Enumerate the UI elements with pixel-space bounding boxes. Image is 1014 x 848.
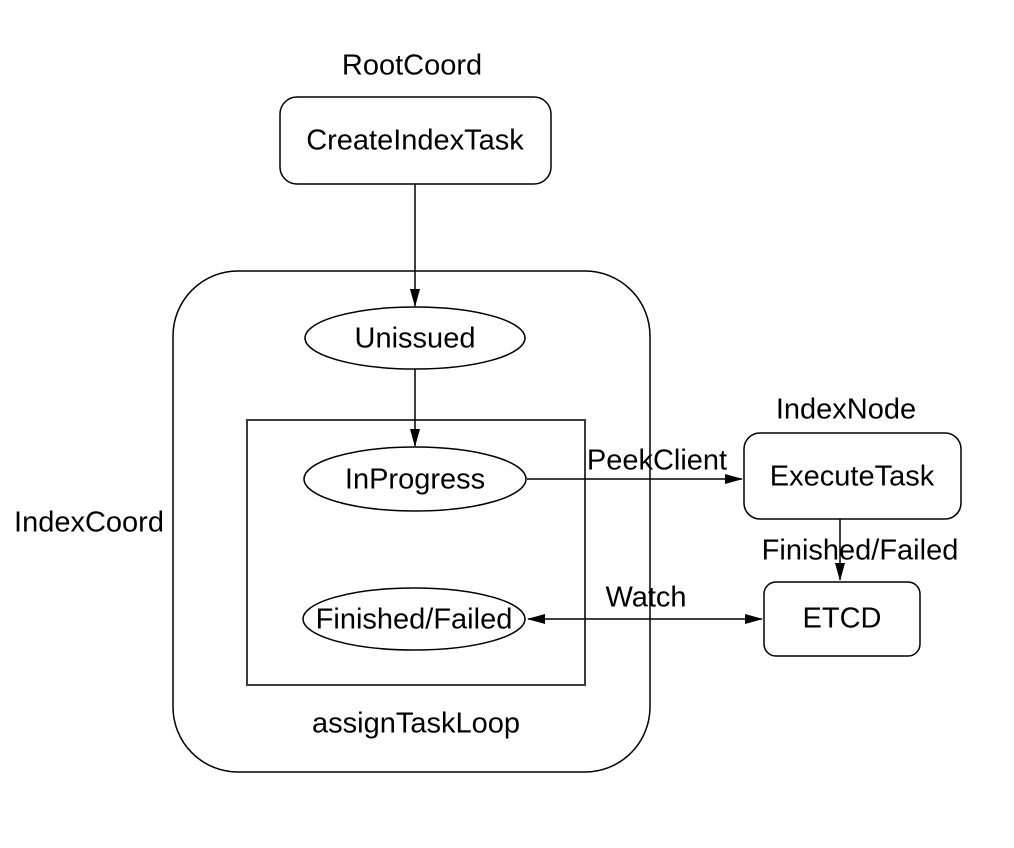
create-index-task-label: CreateIndexTask — [306, 124, 524, 157]
watch-edge-label: Watch — [605, 581, 687, 614]
root-coord-label: RootCoord — [341, 49, 483, 82]
unissued-label: Unissued — [354, 322, 476, 355]
assign-task-loop-label: assignTaskLoop — [312, 707, 520, 740]
assign-task-loop-container — [246, 419, 586, 686]
in-progress-state — [303, 446, 527, 512]
etcd-label: ETCD — [802, 602, 882, 635]
etcd-node — [763, 581, 921, 657]
index-node-label: IndexNode — [775, 393, 917, 426]
finished-failed-state — [302, 587, 526, 651]
execute-task-label: ExecuteTask — [769, 460, 935, 493]
execute-task-node — [743, 432, 962, 520]
peek-client-edge-label: PeekClient — [586, 444, 728, 477]
index-coord-container — [172, 270, 651, 773]
index-coord-label: IndexCoord — [14, 506, 164, 539]
finished-failed-state-label: Finished/Failed — [315, 603, 513, 636]
finished-failed-edge-label: Finished/Failed — [761, 534, 959, 567]
in-progress-label: InProgress — [344, 463, 486, 496]
